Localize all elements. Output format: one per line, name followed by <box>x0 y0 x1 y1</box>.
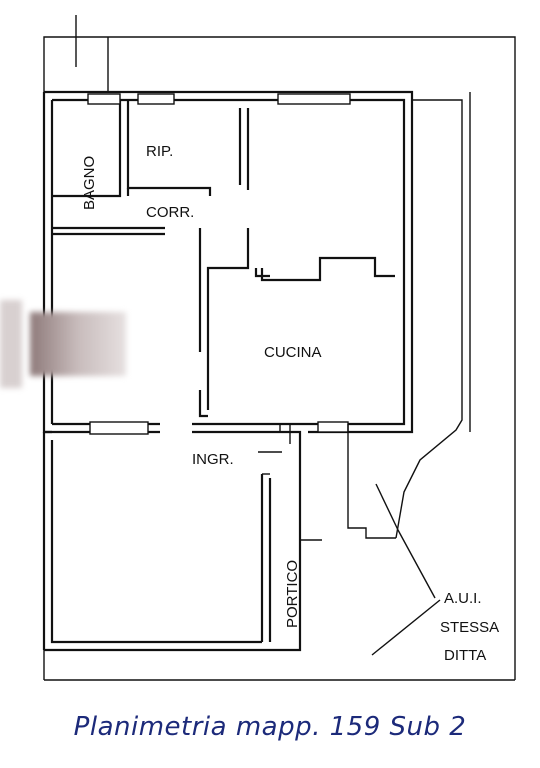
note-line-1: A.U.I. <box>444 590 482 607</box>
room-label-corr: CORR. <box>146 204 194 221</box>
floor-plan: BAGNO RIP. CORR. CUCINA INGR. PORTICO A.… <box>42 15 516 681</box>
room-label-rip: RIP. <box>146 143 173 160</box>
note-line-2: STESSA <box>440 619 499 636</box>
building-walls <box>42 90 414 652</box>
redacted-mark-2 <box>30 312 126 376</box>
room-label-bagno: BAGNO <box>81 156 98 210</box>
room-label-ingr: INGR. <box>192 451 234 468</box>
courtyard-area <box>347 92 471 656</box>
windows <box>87 93 351 435</box>
room-label-cucina: CUCINA <box>264 344 322 361</box>
redacted-mark <box>0 300 22 388</box>
plan-caption: Planimetria mapp. 159 Sub 2 <box>73 712 467 742</box>
note-line-3: DITTA <box>444 647 486 664</box>
room-label-portico: PORTICO <box>284 560 301 628</box>
